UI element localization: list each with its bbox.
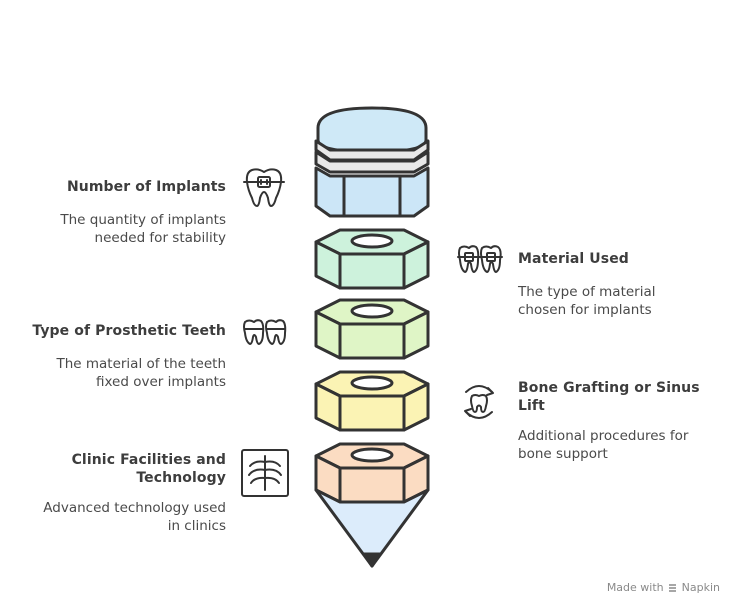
xray-icon xyxy=(241,449,289,497)
item-5-title: Clinic Facilities and Technology xyxy=(0,451,226,487)
item-1-title: Number of Implants xyxy=(66,179,226,195)
item-5-desc-line-2: in clinics xyxy=(167,518,226,534)
watermark-prefix: Made with xyxy=(606,581,664,594)
item-3-desc-line-2: fixed over implants xyxy=(95,374,226,390)
item-3-desc: The material of the teeth fixed over imp… xyxy=(0,355,226,391)
item-5-desc: Advanced technology used in clinics xyxy=(0,499,226,535)
item-1-desc: The quantity of implants needed for stab… xyxy=(0,211,226,247)
item-4-desc-line-2: bone support xyxy=(518,446,608,462)
item-1-desc-line-1: The quantity of implants xyxy=(60,212,226,228)
item-2-desc-line-2: chosen for implants xyxy=(518,302,652,318)
cap-top xyxy=(316,106,428,154)
item-4-desc: Additional procedures for bone support xyxy=(518,427,728,463)
teeth-pair-icon xyxy=(243,319,287,345)
napkin-watermark: Made with Napkin xyxy=(607,581,720,594)
item-2-desc: The type of material chosen for implants xyxy=(518,283,728,319)
napkin-logo-icon xyxy=(668,583,676,592)
item-4-title: Bone Grafting or Sinus Lift xyxy=(518,379,728,415)
watermark-brand: Napkin xyxy=(681,581,720,594)
item-2-title: Material Used xyxy=(518,251,629,267)
item-5-title-line-1: Clinic Facilities and xyxy=(71,452,226,468)
segment-2-body xyxy=(314,240,430,290)
cap-band-2 xyxy=(314,150,430,174)
tooth-cycle-icon xyxy=(464,385,494,419)
segment-4-body xyxy=(314,382,430,432)
item-5-title-line-2: Technology xyxy=(136,470,226,486)
item-2-desc-line-1: The type of material xyxy=(518,284,656,300)
teeth-braces-icon xyxy=(457,245,503,273)
segment-3-body xyxy=(314,310,430,360)
item-4-title-line-1: Bone Grafting or Sinus xyxy=(518,380,700,396)
item-5-desc-line-1: Advanced technology used xyxy=(43,500,226,516)
item-3-title: Type of Prosthetic Teeth xyxy=(32,323,226,339)
segment-1 xyxy=(314,166,430,218)
item-3-desc-line-1: The material of the teeth xyxy=(56,356,226,372)
item-4-title-line-2: Lift xyxy=(518,398,545,414)
tooth-braces-icon xyxy=(243,168,285,207)
item-1-desc-line-2: needed for stability xyxy=(94,230,226,246)
item-4-desc-line-1: Additional procedures for xyxy=(518,428,689,444)
